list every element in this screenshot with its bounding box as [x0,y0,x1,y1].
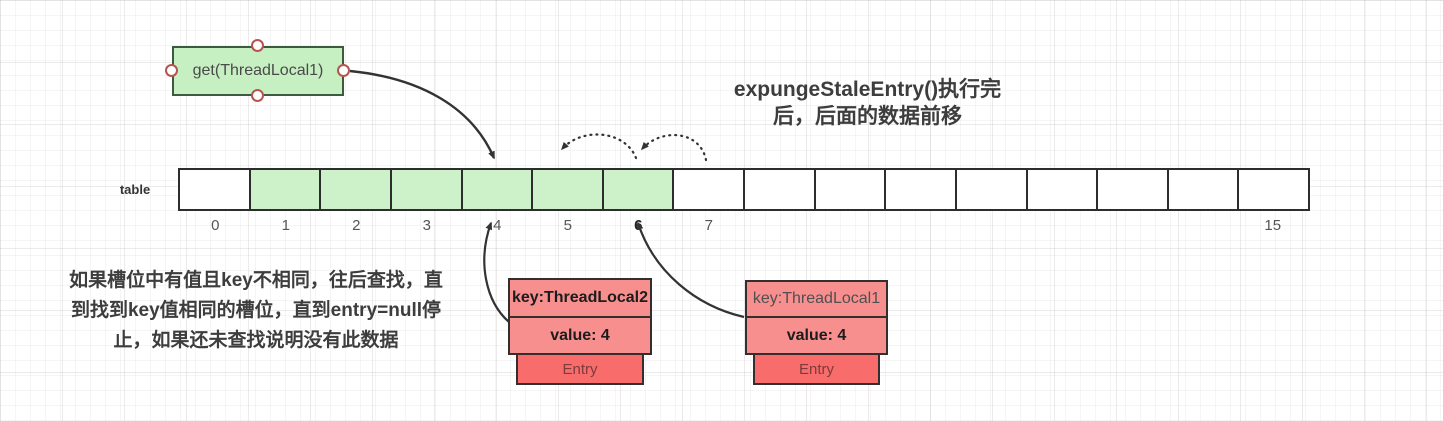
diagram-title-line2: 后，后面的数据前移 [773,105,962,128]
table-slot-1 [248,170,320,209]
entry1-value-cell: value: 4 [745,316,888,355]
diagram-title: expungeStaleEntry()执行完 后，后面的数据前移 [715,76,1020,130]
table-slot-11 [954,170,1026,209]
get-box-label: get(ThreadLocal1) [192,62,324,79]
table-slot-3 [389,170,461,209]
entry2-type-cell: Entry [516,353,644,385]
connection-point-top-icon [251,39,264,52]
entry1-type-cell: Entry [753,353,880,385]
get-arrow [349,69,496,160]
slot-index-15: 15 [1264,217,1282,234]
table-slot-0 [180,170,249,209]
table-slot-9 [813,170,885,209]
table-slot-8 [743,170,814,209]
table-slot-15 [1237,170,1308,209]
table-slot-14 [1166,170,1238,209]
table-slot-10 [884,170,955,209]
slot-index-2: 2 [352,217,361,234]
slot-index-0: 0 [211,217,220,234]
get-threadlocal1-box: get(ThreadLocal1) [172,46,344,96]
slot-index-3: 3 [422,217,431,234]
table-slot-4 [460,170,532,209]
table-label: table [119,182,151,197]
note-line1: 如果槽位中有值且key不相同，往后查找，直 [69,270,443,291]
entry2-pointer-arrow [483,221,510,323]
table-slot-13 [1096,170,1167,209]
slot-index-4: 4 [493,217,502,234]
connection-point-right-icon [337,64,350,77]
note-text: 如果槽位中有值且key不相同，往后查找，直 到找到key值相同的槽位，直到ent… [28,266,484,356]
table-slot-7 [672,170,743,209]
entry1-key-cell: key:ThreadLocal1 [745,280,888,318]
slot-index-7: 7 [704,217,713,234]
entry2-value-cell: value: 4 [508,316,652,355]
move-arc-slot6-to-slot5 [560,133,638,160]
slot-index-1: 1 [281,217,290,234]
connection-point-bottom-icon [251,89,264,102]
slot-index-5: 5 [563,217,572,234]
note-line2: 到找到key值相同的槽位，直到entry=null停 [70,300,442,321]
table-slot-12 [1025,170,1097,209]
diagram-title-line1: expungeStaleEntry()执行完 [733,78,1002,101]
table-slot-2 [319,170,390,209]
table-slot-5 [531,170,602,209]
entry2-key-cell: key:ThreadLocal2 [508,278,652,318]
entry1-pointer-arrow [636,221,745,319]
slot-index-6: 6 [634,217,643,234]
connection-point-left-icon [165,64,178,77]
array-row [178,168,1310,211]
table-slot-6 [601,170,673,209]
note-line3: 止，如果还未查找说明没有此数据 [113,330,399,351]
move-arc-slot7-to-slot6 [640,134,708,162]
